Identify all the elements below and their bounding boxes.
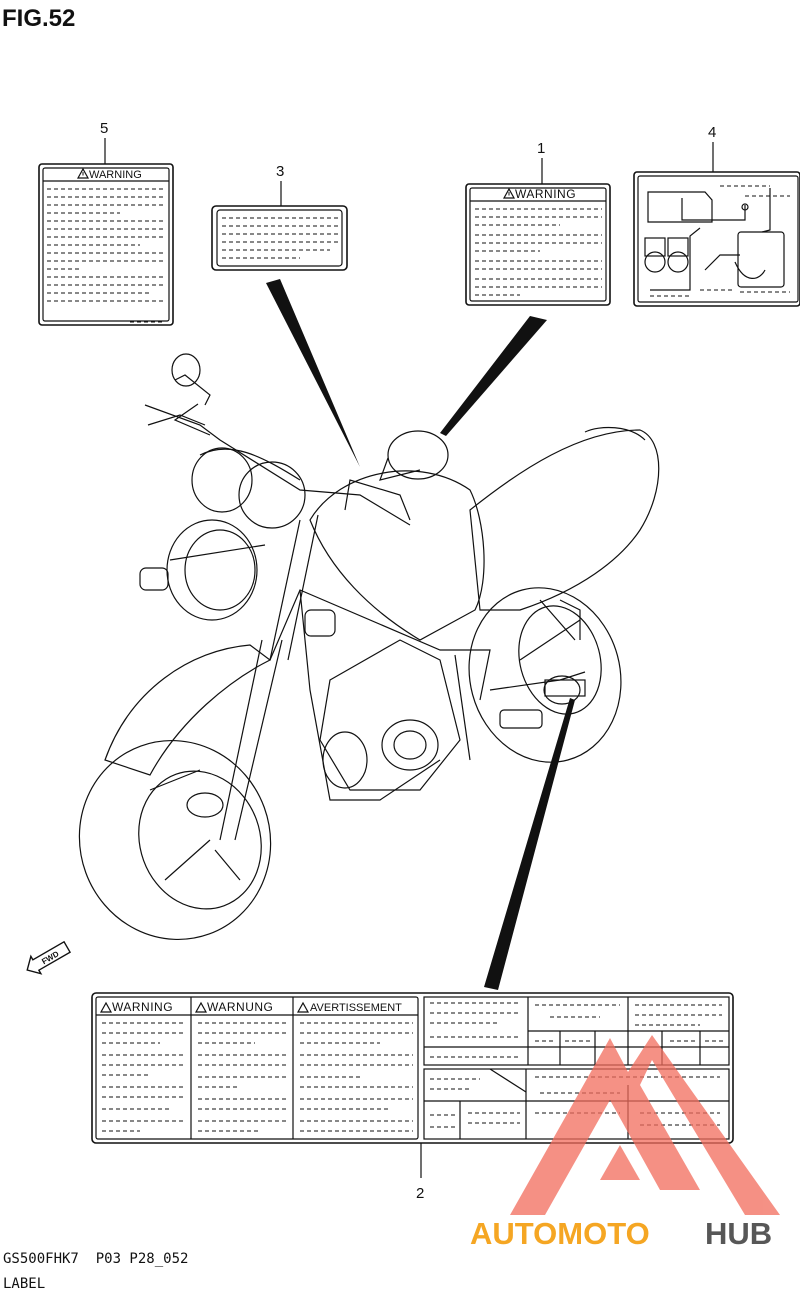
label-1-heading: WARNING [515, 187, 576, 201]
callout-1: 1 [537, 140, 545, 157]
label-5-heading: WARNING [89, 169, 142, 181]
label-1: 1 WARNING [440, 140, 611, 436]
figure-title: FIG.52 [2, 5, 75, 32]
watermark-text: AUTOMOTO HUB [470, 1216, 772, 1251]
label-5: 5 WARNING [38, 120, 174, 326]
label-3: 3 [211, 163, 360, 467]
section-label: LABEL [3, 1276, 45, 1292]
warning-triangle-icon [502, 187, 516, 199]
warning-triangle-icon [99, 1001, 113, 1013]
label-2-heading-de: WARNUNG [207, 1000, 273, 1014]
motorcycle-illustration [78, 353, 660, 941]
fwd-arrow-icon: FWD [26, 940, 72, 975]
label-2-heading-fr: AVERTISSEMENT [310, 1002, 402, 1014]
warning-triangle-icon [296, 1001, 310, 1013]
watermark-text-part2: HUB [705, 1216, 772, 1251]
warning-triangle-icon [194, 1001, 208, 1013]
label-2-heading-en: WARNING [112, 1000, 173, 1014]
callout-2: 2 [416, 1185, 424, 1202]
model-code: GS500FHK7 P03 P28_052 [3, 1251, 188, 1267]
watermark-text-part1: AUTOMOTO [470, 1216, 650, 1251]
callout-5: 5 [100, 120, 108, 137]
callout-3: 3 [276, 163, 284, 180]
watermark-logo-icon [510, 1035, 780, 1215]
warning-triangle-icon [76, 167, 90, 179]
callout-4: 4 [708, 124, 716, 141]
label-4: 4 [633, 124, 800, 307]
